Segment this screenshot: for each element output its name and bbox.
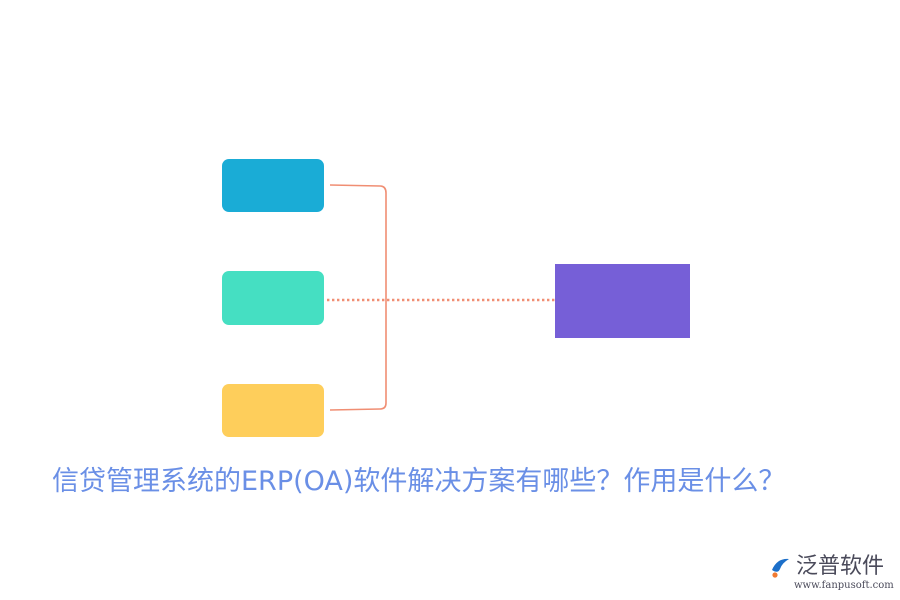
right-node-box — [555, 264, 690, 338]
brand-logo-icon — [772, 558, 789, 578]
brand-url: www.fanpusoft.com — [794, 580, 894, 591]
top-node-box — [222, 159, 324, 212]
logo-mark-swoosh — [772, 558, 789, 572]
middle-node-box — [222, 271, 324, 325]
bracket-connector — [329, 184, 387, 411]
diagram-caption: 信贷管理系统的ERP(OA)软件解决方案有哪些？作用是什么？ — [52, 466, 786, 497]
brand-name: 泛普软件 — [796, 554, 885, 579]
bottom-node-box — [222, 384, 324, 437]
logo-mark-dot — [772, 572, 778, 578]
brand-logo: 泛普软件 www.fanpusoft.com — [768, 553, 894, 593]
